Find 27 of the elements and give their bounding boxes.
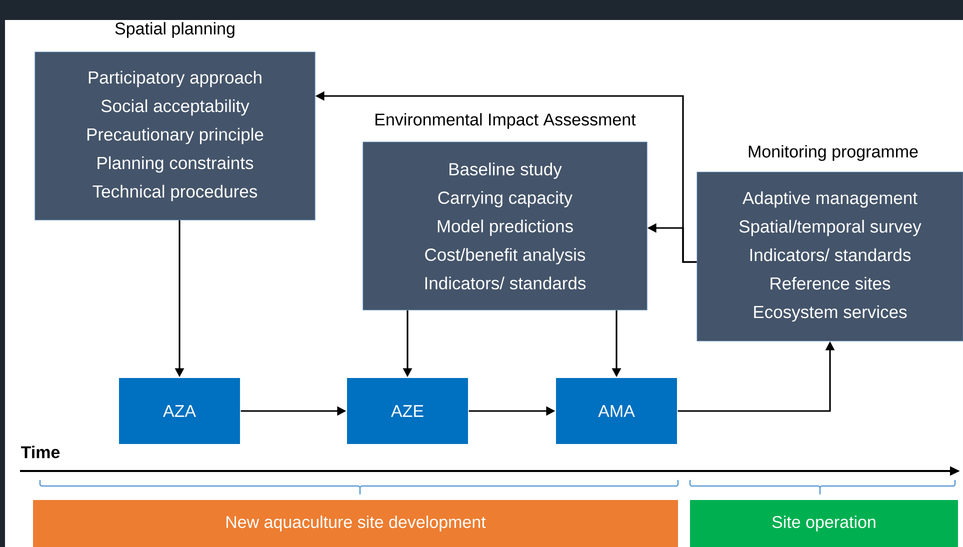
phase-bar: Site operation bbox=[690, 500, 958, 547]
node-label: Model predictions bbox=[438, 220, 573, 236]
node-label: Technical procedures bbox=[92, 184, 258, 202]
stage-box: AZE bbox=[347, 378, 468, 444]
box-heading: Monitoring programme bbox=[748, 145, 918, 161]
topic-box: Participatory approach Social acceptability Precautionary principle Planning constraints Technical procedures bbox=[34, 52, 316, 220]
node-label: Planning constraints bbox=[98, 156, 254, 173]
topic-box: Baseline study Carrying capacity Model predictions Cost/benefit analysis Indicators/ standards bbox=[362, 142, 648, 310]
node-label: Baseline study bbox=[450, 162, 562, 179]
node-label: Spatial/temporal survey bbox=[739, 220, 922, 236]
node-label: Indicators/ standards bbox=[425, 276, 586, 290]
node-label: Carrying capacity bbox=[438, 191, 573, 208]
phase-bar: New aquaculture site development bbox=[33, 500, 678, 547]
stage-box: AMA bbox=[556, 378, 677, 444]
box-heading: Environmental Impact Assessment bbox=[376, 113, 636, 129]
node-label: Adaptive management bbox=[742, 191, 918, 208]
box-heading: Spatial planning bbox=[115, 22, 234, 38]
topic-box: Adaptive management Spatial/temporal survey Indicators/ standards Reference sites Ecosystem services bbox=[696, 172, 963, 342]
stage-box: AZA bbox=[119, 378, 240, 444]
axis-label: Time bbox=[21, 446, 60, 458]
node-label: Ecosystem services bbox=[754, 305, 907, 322]
node-label: Precautionary principle bbox=[87, 128, 264, 144]
node-label: Indicators/ standards bbox=[750, 248, 911, 262]
node-label: Cost/benefit analysis bbox=[425, 248, 586, 264]
node-label: Reference sites bbox=[770, 276, 890, 290]
node-label: Participatory approach bbox=[88, 70, 262, 88]
node-label: Social acceptability bbox=[101, 99, 250, 116]
